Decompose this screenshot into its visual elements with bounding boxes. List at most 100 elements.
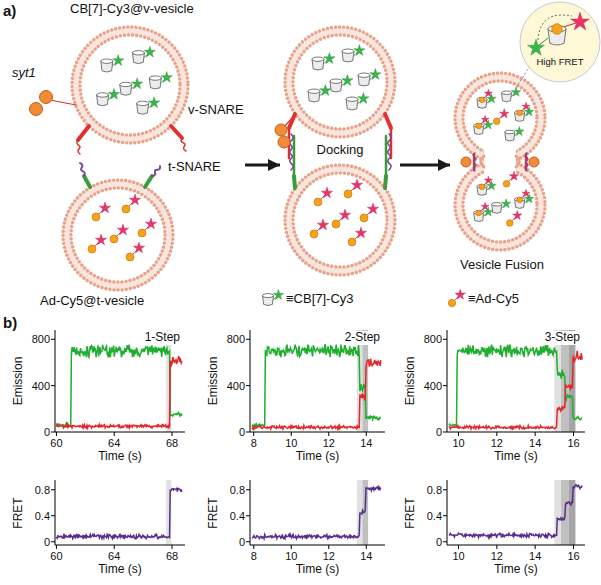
tick-mark [246,541,250,542]
tick-label: 400 [424,379,442,392]
tick-label: 0.8 [230,483,245,496]
adamantane-ball [344,179,363,198]
vesicle-stage: Docking [280,22,400,280]
v-snare [525,154,528,170]
adamantane [348,238,356,246]
tick-mark [535,545,536,549]
step-band [569,480,576,545]
tick-label: 10 [285,550,297,563]
adamantane [126,253,134,261]
protein-label: v-SNARE [188,103,244,118]
tick-label: 10 [452,437,464,450]
adamantane-ball [110,224,129,243]
tick-label: 64 [108,437,120,450]
tick-mark [51,385,55,386]
syt1-domain [278,136,290,148]
tick-label: 0.8 [35,483,50,496]
adamantane-ball [479,176,492,189]
adamantane [503,180,510,187]
lipid-heads [463,168,537,242]
cb7-barrel [358,69,381,86]
tick-mark [328,432,329,436]
dye-star [95,234,106,245]
barrel-rim [308,89,320,93]
axis-title: Time (s) [494,450,538,464]
dye-star [509,171,519,180]
dye-star [527,39,544,55]
tick-label: 14 [529,437,541,450]
v-snare [78,126,89,140]
barrel-rim [505,130,515,134]
adamantane [122,205,130,213]
tick-label: 14 [360,437,372,450]
emission-plot [246,330,385,436]
barrel-rim [132,51,144,55]
dye-star [273,290,283,300]
adamantane-ball [126,242,145,261]
pore-wall [481,156,484,167]
dye-star [131,78,142,89]
dye-star [145,218,156,229]
tick-mark [56,432,57,436]
cb7-barrel [330,75,353,92]
x-axis [250,545,385,546]
adamantane-ball [88,234,107,253]
dye-star [117,224,128,235]
axis-title: Time (s) [296,450,340,464]
barrel-rim [358,73,370,77]
tick-mark [443,432,447,433]
lipid-heads [80,35,180,135]
tick-mark [443,339,447,340]
adamantane-ball [517,189,530,202]
lipid-tails [76,31,184,139]
tick-mark [328,545,329,549]
lipid-heads [293,173,387,267]
t-snare [385,176,386,188]
adamantane [314,198,322,206]
dye-star [484,176,492,184]
tick-mark [496,432,497,436]
x-axis [55,545,185,546]
adamantane-ball [348,227,367,246]
barrel-rim [97,93,109,97]
syt1-linker [285,118,292,126]
lipid-heads [455,73,545,163]
snap25 [525,153,528,171]
adamantane [476,123,482,129]
legend-label: ≡Ad-Cy5 [468,292,519,307]
adamantane [517,110,523,116]
tick-mark [114,432,115,436]
v-snare [171,126,182,138]
dye-star [511,87,521,96]
adamantane [310,230,318,238]
barrel-rim [492,202,502,206]
adamantane-ball [122,194,141,213]
lipid-heads [71,188,165,282]
dye-star [161,71,172,82]
syt1-domain [40,91,53,104]
cb7-barrel [312,53,335,70]
dye-star [108,88,119,99]
adamantane [552,24,563,35]
tick-mark [246,339,250,340]
tick-label: 8 [251,437,257,450]
dye-star [571,12,590,30]
tick-label: 8 [251,550,257,563]
dye-star [522,189,530,197]
axis-title: Time (s) [98,450,142,464]
tick-label: 0 [44,426,50,439]
tick-mark [291,545,292,549]
dye-star [148,97,159,108]
adamantane-ball [552,24,563,35]
emission-plot [443,330,585,436]
tick-mark [443,489,447,490]
legend-label: ≡CB[7]-Cy3 [286,292,354,307]
process-arrow [400,164,450,167]
tick-mark [51,489,55,490]
adamantane [493,118,500,125]
barrel-rim [502,91,512,95]
lipid-tails [67,184,169,286]
plot-title: 1-Step [143,331,182,345]
v-snare [390,128,393,158]
snap25 [290,134,294,170]
